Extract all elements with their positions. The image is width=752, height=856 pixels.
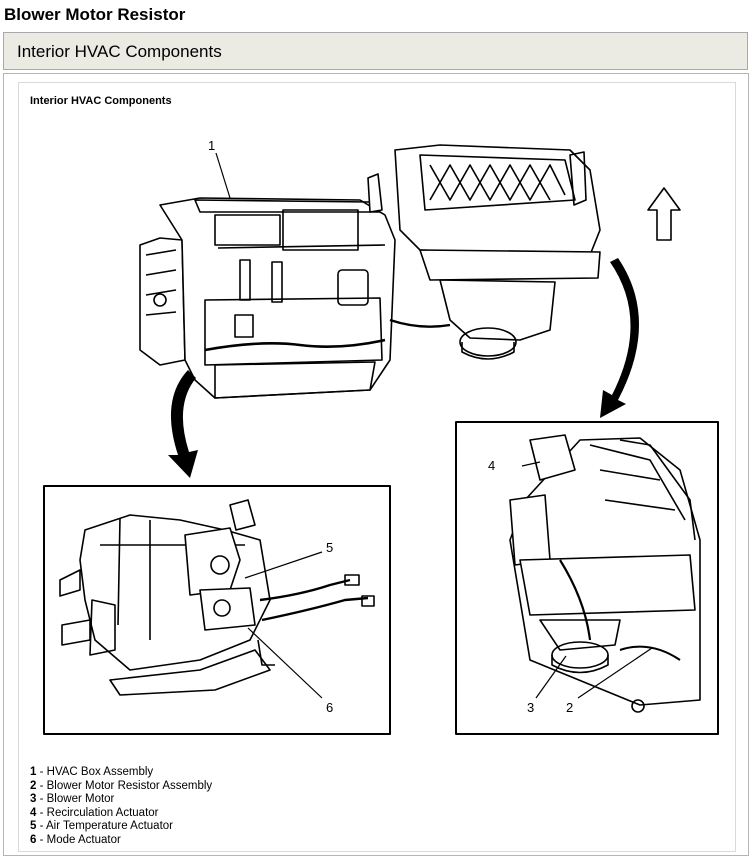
blower-detail-drawing (509, 434, 701, 713)
callout-2: 2 (566, 700, 573, 715)
legend-item: 5 - Air Temperature Actuator (30, 820, 173, 833)
figure-title: Interior HVAC Components (30, 95, 172, 107)
hvac-box-assembly-drawing (139, 144, 601, 399)
section-header[interactable]: Interior HVAC Components (3, 32, 748, 70)
up-arrow-icon (647, 187, 681, 241)
legend-item: 1 - HVAC Box Assembly (30, 766, 154, 778)
legend-item: 2 - Blower Motor Resistor Assembly (30, 779, 213, 792)
callout-1: 1 (208, 138, 215, 153)
mode-actuator-detail-drawing (59, 499, 375, 696)
callout-3: 3 (527, 700, 534, 715)
figure-inner-border (18, 82, 736, 852)
legend-item: 4 - Recirculation Actuator (30, 806, 159, 819)
figure-legend: 1 - HVAC Box Assembly 2 - Blower Motor R… (30, 766, 212, 848)
page-heading: Blower Motor Resistor (4, 5, 186, 24)
callout-4: 4 (488, 458, 495, 473)
callout-6: 6 (326, 700, 333, 715)
callout-5: 5 (326, 540, 333, 555)
legend-item: 6 - Mode Actuator (30, 833, 121, 846)
legend-item: 3 - Blower Motor (30, 793, 115, 806)
section-title: Interior HVAC Components (17, 42, 222, 61)
detail-arrows (168, 258, 639, 478)
